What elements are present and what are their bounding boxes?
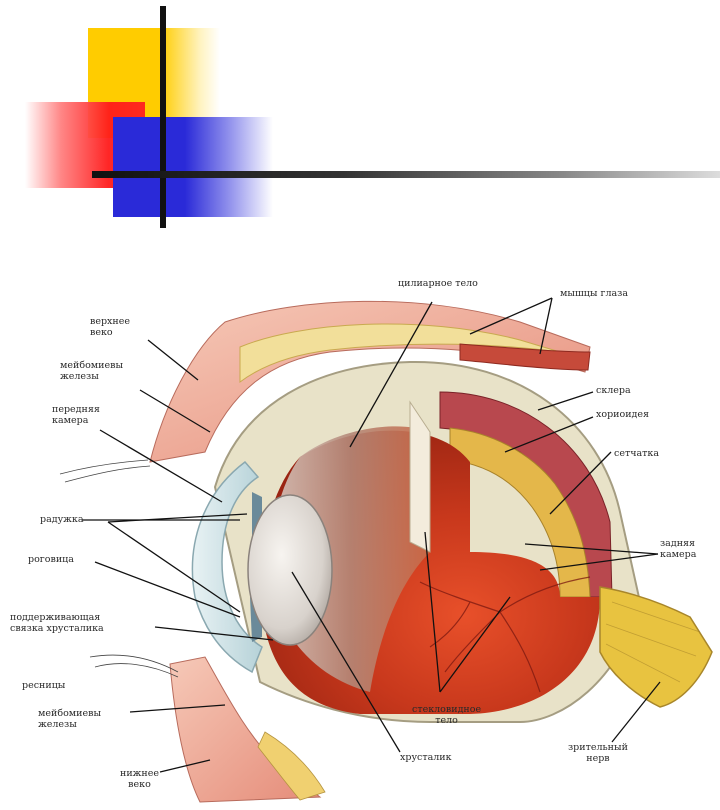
vertical-line-decoration: [160, 6, 166, 228]
label-eye-muscles: мышцы глаза: [560, 288, 628, 299]
eyelashes-drawing: [60, 460, 178, 677]
blue-square-decoration: [113, 117, 273, 217]
label-optic-nerve: зрительный нерв: [568, 742, 628, 764]
label-meibomian-glands-upper: мейбомиевы железы: [60, 360, 123, 382]
label-anterior-chamber: передняя камера: [52, 404, 100, 426]
label-sclera: склера: [596, 385, 631, 396]
label-upper-eyelid: верхнее веко: [90, 316, 130, 338]
label-vitreous-body: стекловидное тело: [412, 704, 481, 726]
label-iris: радужка: [40, 514, 84, 525]
label-lens: хрусталик: [400, 752, 452, 763]
label-posterior-chamber: задняя камера: [660, 538, 696, 560]
label-cornea: роговица: [28, 554, 74, 565]
eye-anatomy-diagram: цилиарное тело мышцы глаза верхнее веко …: [0, 252, 720, 806]
horizontal-line-decoration: [92, 171, 720, 178]
label-ciliary-body: цилиарное тело: [398, 278, 478, 289]
label-retina: сетчатка: [614, 448, 659, 459]
label-choroid: хориоидея: [596, 409, 649, 420]
label-eyelashes: ресницы: [22, 680, 65, 691]
label-zonule: поддерживающая связка хрусталика: [10, 612, 104, 634]
label-lower-eyelid: нижнее веко: [120, 768, 159, 790]
label-meibomian-glands-lower: мейбомиевы железы: [38, 708, 101, 730]
